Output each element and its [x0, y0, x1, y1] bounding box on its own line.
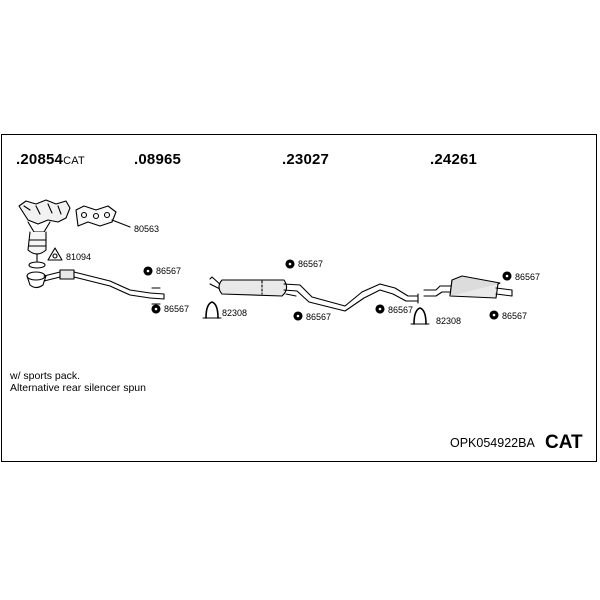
hanger-icon-a	[143, 266, 153, 276]
diagram-frame	[1, 134, 597, 462]
label-hanger-b: 86567	[164, 304, 190, 314]
cat-label: CAT	[545, 432, 583, 453]
hanger-icon-e	[375, 304, 385, 314]
seal-ring-icon	[47, 247, 63, 261]
label-hanger-d: 86567	[306, 312, 332, 322]
hanger-icon-g	[489, 310, 499, 320]
label-seal-ring: 81094	[66, 252, 92, 262]
clamp-icon-a	[202, 301, 222, 319]
kit-code: OPK054922BA	[450, 436, 535, 450]
front-pipe-drawing	[26, 269, 165, 305]
part-number-rear-silencer: .24261	[430, 151, 478, 168]
rear-silencer-drawing	[423, 275, 513, 299]
middle-silencer-drawing	[209, 276, 419, 312]
part-number-catalytic-converter: .20854CAT	[16, 151, 85, 168]
hanger-icon-c	[285, 259, 295, 269]
label-hanger-e: 86567	[388, 305, 414, 315]
label-hanger-f: 86567	[515, 272, 541, 282]
catalytic-converter-drawing	[18, 199, 71, 269]
label-clamp-a: 82308	[222, 308, 248, 318]
label-clamp-b: 82308	[436, 316, 462, 326]
label-hanger-c: 86567	[298, 259, 324, 269]
part-number-front-pipe: .08965	[134, 151, 182, 168]
manifold-gasket-drawing	[75, 205, 131, 228]
hanger-icon-b	[151, 304, 161, 314]
note-line-1: w/ sports pack.	[10, 370, 81, 382]
label-hanger-g: 86567	[502, 311, 528, 321]
hanger-icon-d	[293, 311, 303, 321]
part-number-middle-silencer: .23027	[282, 151, 330, 168]
hanger-icon-f	[502, 271, 512, 281]
clamp-icon-b	[410, 307, 430, 325]
label-gasket: 80563	[134, 224, 160, 234]
label-hanger-a: 86567	[156, 266, 182, 276]
note-line-2: Alternative rear silencer spun	[10, 382, 146, 394]
